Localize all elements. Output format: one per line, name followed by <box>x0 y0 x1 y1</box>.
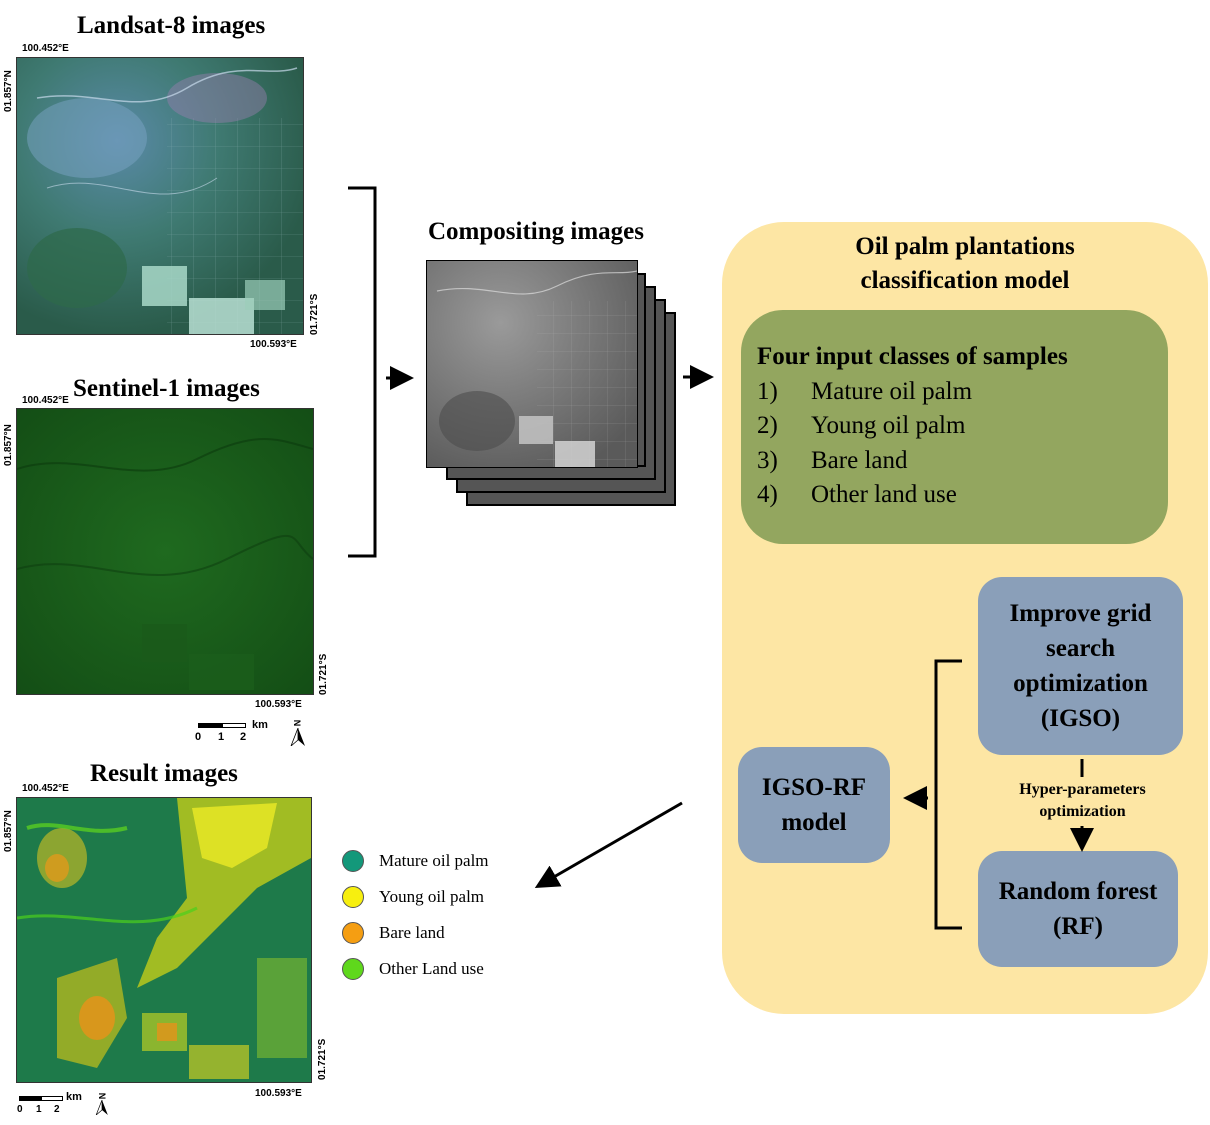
legend: Mature oil palm Young oil palm Bare land… <box>342 843 489 987</box>
result-scale-bar <box>19 1096 63 1102</box>
sample-num-4: 4) <box>757 481 778 508</box>
sample-label-3: Bare land <box>811 447 908 474</box>
hyper-parameters-label: Hyper-parameters optimization <box>1019 781 1146 820</box>
igso-rf-model-box: IGSO-RF model <box>738 747 890 863</box>
result-top-lon: 100.452°E <box>22 783 69 794</box>
compositing-image <box>426 260 638 468</box>
landsat-bottom-lon: 100.593°E <box>250 339 297 350</box>
legend-label-mature: Mature oil palm <box>379 851 489 870</box>
legend-item-other: Other Land use <box>342 951 489 987</box>
igso-box: Improve grid search optimization (IGSO) <box>978 577 1183 755</box>
sample-num-1: 1) <box>757 378 778 405</box>
sentinel-map-image <box>16 408 314 695</box>
sentinel-scale-tick-1: 1 <box>218 731 225 743</box>
classification-model-title: Oil palm plantations classification mode… <box>855 233 1075 294</box>
legend-item-young: Young oil palm <box>342 879 489 915</box>
sentinel-title: Sentinel-1 images <box>73 375 260 402</box>
legend-item-bare: Bare land <box>342 915 489 951</box>
sentinel-north-arrow-icon <box>290 728 305 746</box>
legend-label-young: Young oil palm <box>379 887 485 906</box>
legend-swatch-young <box>342 886 364 908</box>
sample-num-2: 2) <box>757 412 778 439</box>
legend-swatch-other <box>342 958 364 980</box>
samples-panel <box>741 310 1168 544</box>
landsat-top-lon: 100.452°E <box>22 43 69 54</box>
result-scale-tick-0: 0 <box>17 1104 23 1115</box>
sentinel-scale-tick-2: 2 <box>240 731 247 743</box>
sample-label-4: Other land use <box>811 481 957 508</box>
landsat-title: Landsat-8 images <box>77 12 266 39</box>
sentinel-top-lon: 100.452°E <box>22 395 69 406</box>
result-scale-unit: km <box>66 1091 82 1103</box>
sample-num-3: 3) <box>757 447 778 474</box>
compositing-stack <box>426 260 676 506</box>
legend-label-bare: Bare land <box>379 923 445 942</box>
random-forest-box: Random forest (RF) <box>978 851 1178 967</box>
legend-swatch-mature <box>342 850 364 872</box>
sample-label-1: Mature oil palm <box>811 378 973 405</box>
result-map-image <box>16 797 312 1083</box>
result-bottom-lon: 100.593°E <box>255 1088 302 1099</box>
sentinel-scale-bar <box>198 723 246 729</box>
result-north-arrow-icon <box>95 1100 108 1115</box>
legend-swatch-bare <box>342 922 364 944</box>
sample-label-2: Young oil palm <box>811 412 966 439</box>
result-scale-tick-2: 2 <box>54 1104 60 1115</box>
sentinel-scale-tick-0: 0 <box>195 731 202 743</box>
result-scale-tick-1: 1 <box>36 1104 42 1115</box>
sentinel-scale-unit: km <box>252 719 268 731</box>
sentinel-bottom-lon: 100.593°E <box>255 699 302 710</box>
landsat-map-image <box>16 57 304 335</box>
legend-label-other: Other Land use <box>379 959 484 978</box>
samples-title: Four input classes of samples <box>757 343 1068 370</box>
compositing-title: Compositing images <box>428 218 644 245</box>
legend-item-mature: Mature oil palm <box>342 843 489 879</box>
result-title: Result images <box>90 760 238 787</box>
